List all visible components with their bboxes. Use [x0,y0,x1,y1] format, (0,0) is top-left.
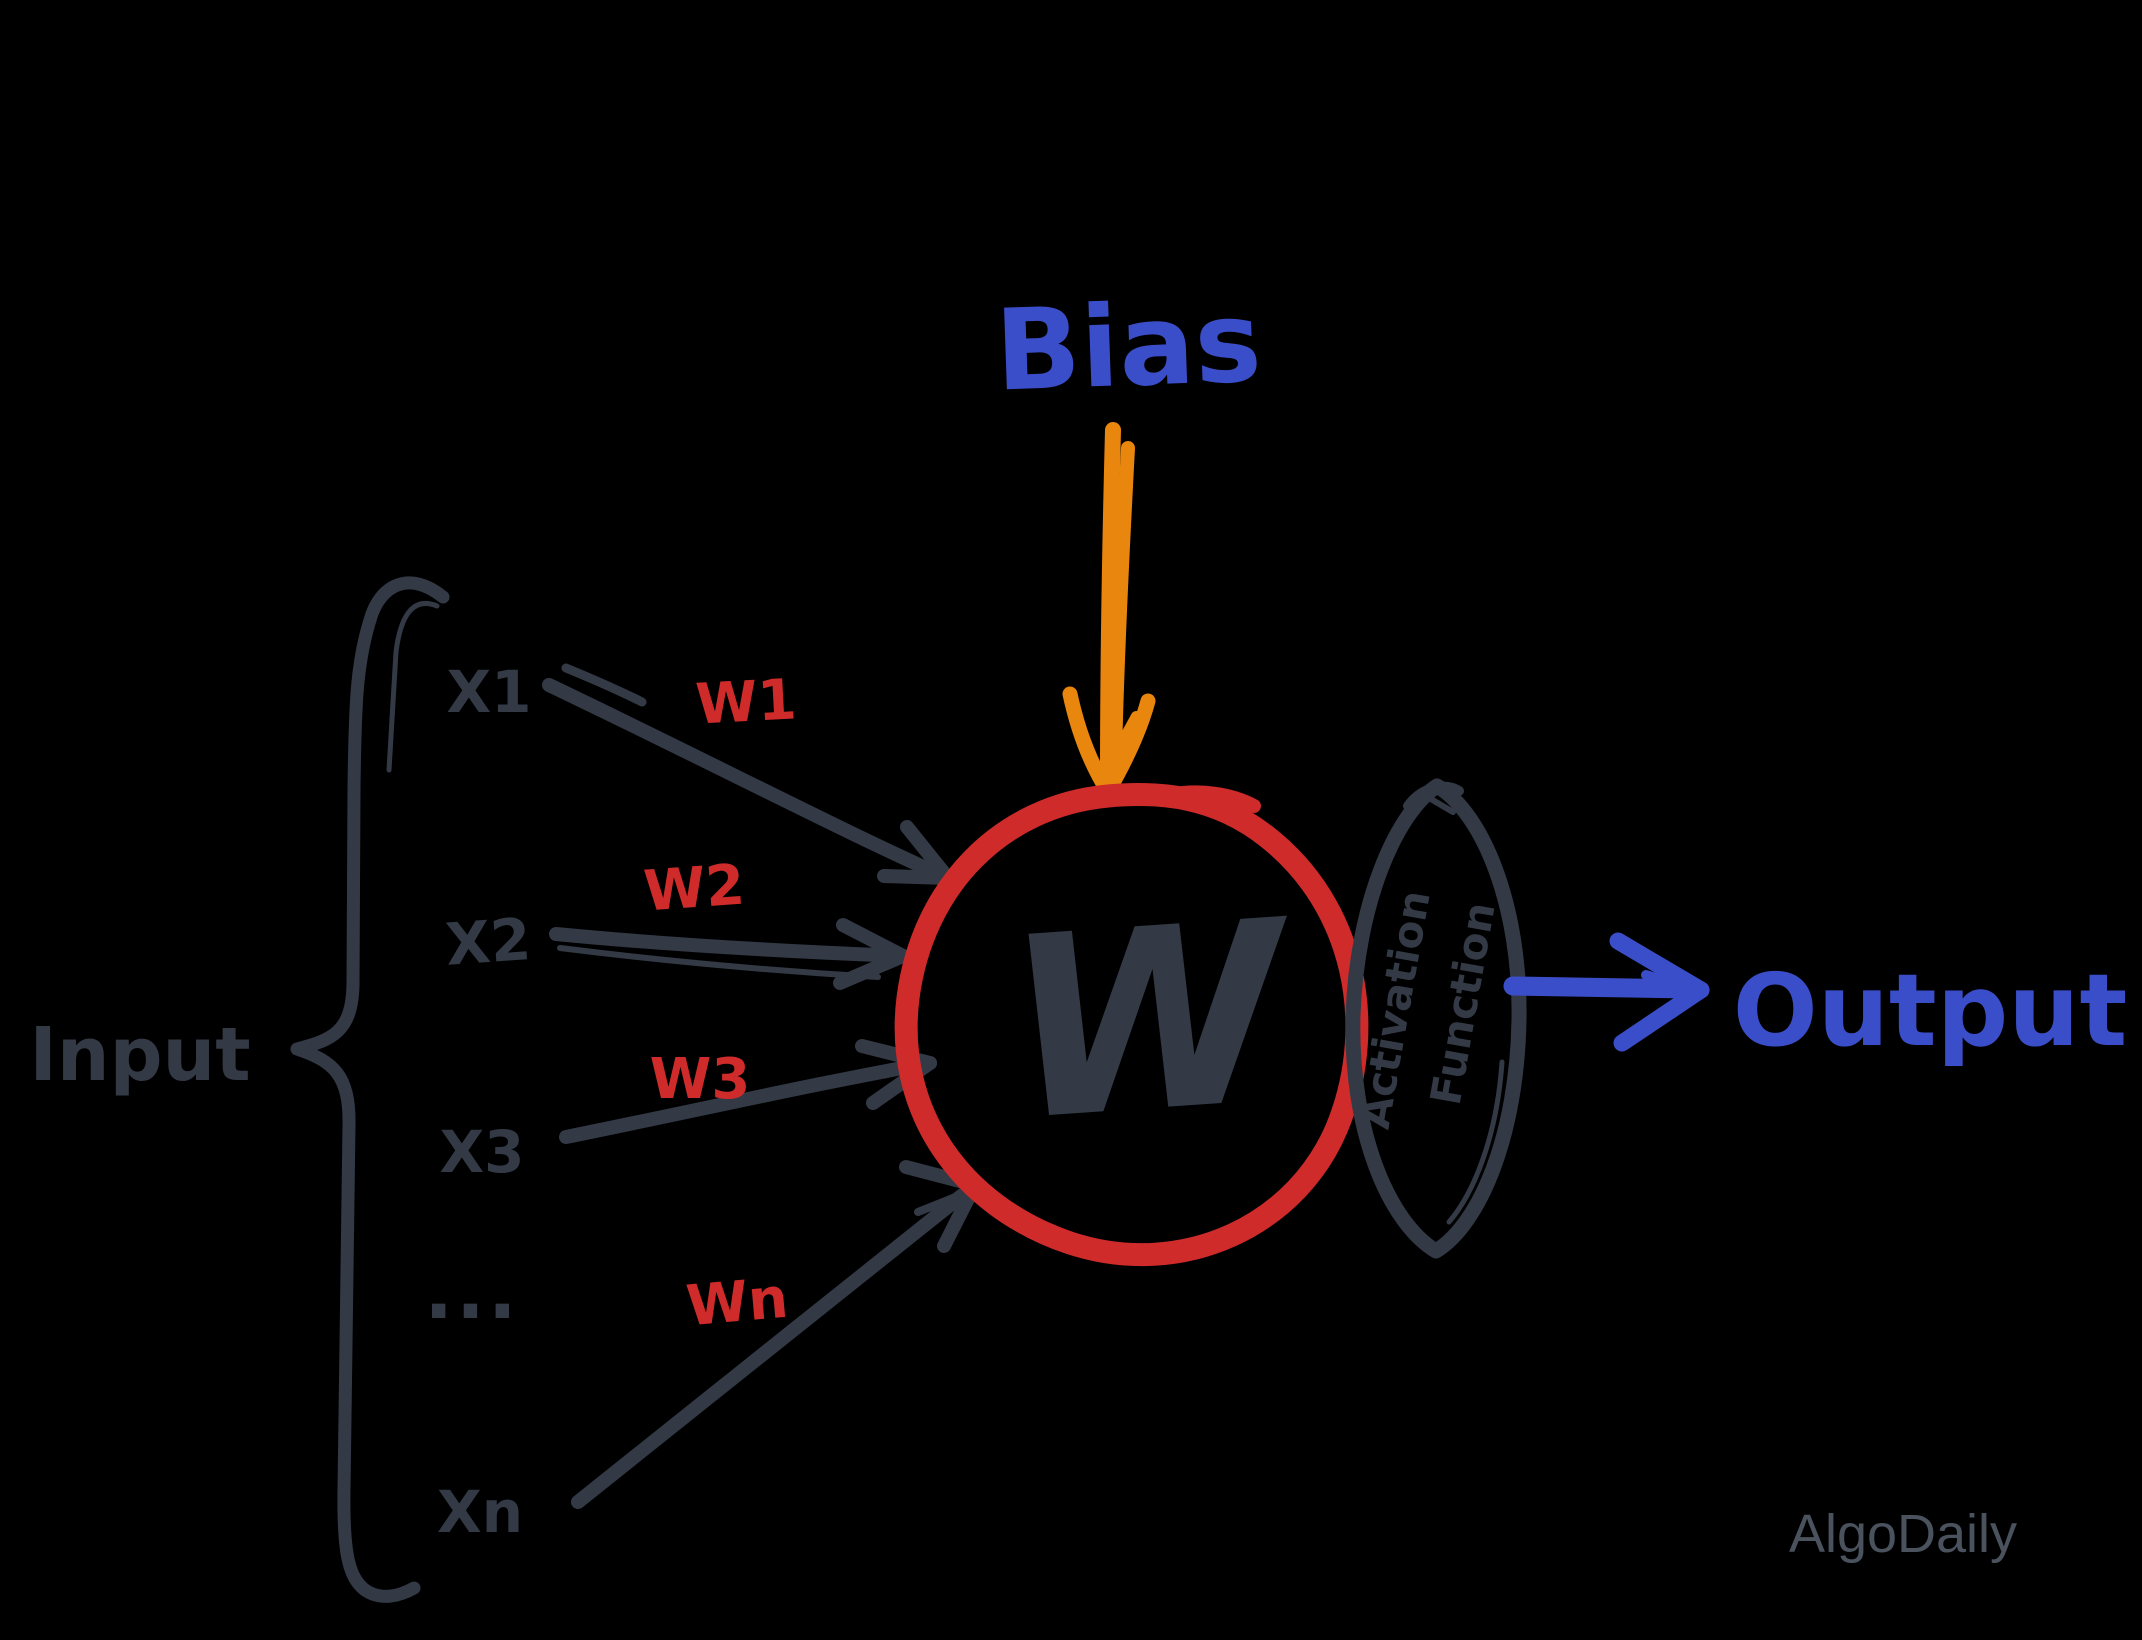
weight-w1-label: W1 [694,667,798,737]
brace-stroke [290,576,450,1603]
input-x1-label: X1 [446,658,531,726]
output-label: Output [1733,952,2128,1069]
arrow-xn [571,1160,982,1509]
bias-arrow [1062,422,1156,808]
weight-w3-label: W3 [650,1047,751,1112]
brace-double-stroke [386,600,440,773]
bias-label: Bias [993,277,1263,416]
input-xn-label: Xn [437,1478,523,1546]
output-arrow [1503,932,1710,1052]
input-label: Input [29,1012,250,1098]
weight-wn-label: Wn [684,1266,791,1340]
arrow-x1 [542,663,955,885]
activation-ellipse [1345,778,1527,1259]
input-x2-label: X2 [443,905,533,979]
arrow-x2 [549,918,910,990]
input-brace [290,576,450,1603]
watermark-label: AlgoDaily [1789,1504,2017,1564]
input-ellipsis-label: ... [424,1247,520,1336]
weight-w2-label: W2 [642,853,747,925]
input-x3-label: X3 [439,1118,524,1186]
neuron-circle [894,783,1369,1267]
neuron-weight-label: W [998,866,1304,1176]
